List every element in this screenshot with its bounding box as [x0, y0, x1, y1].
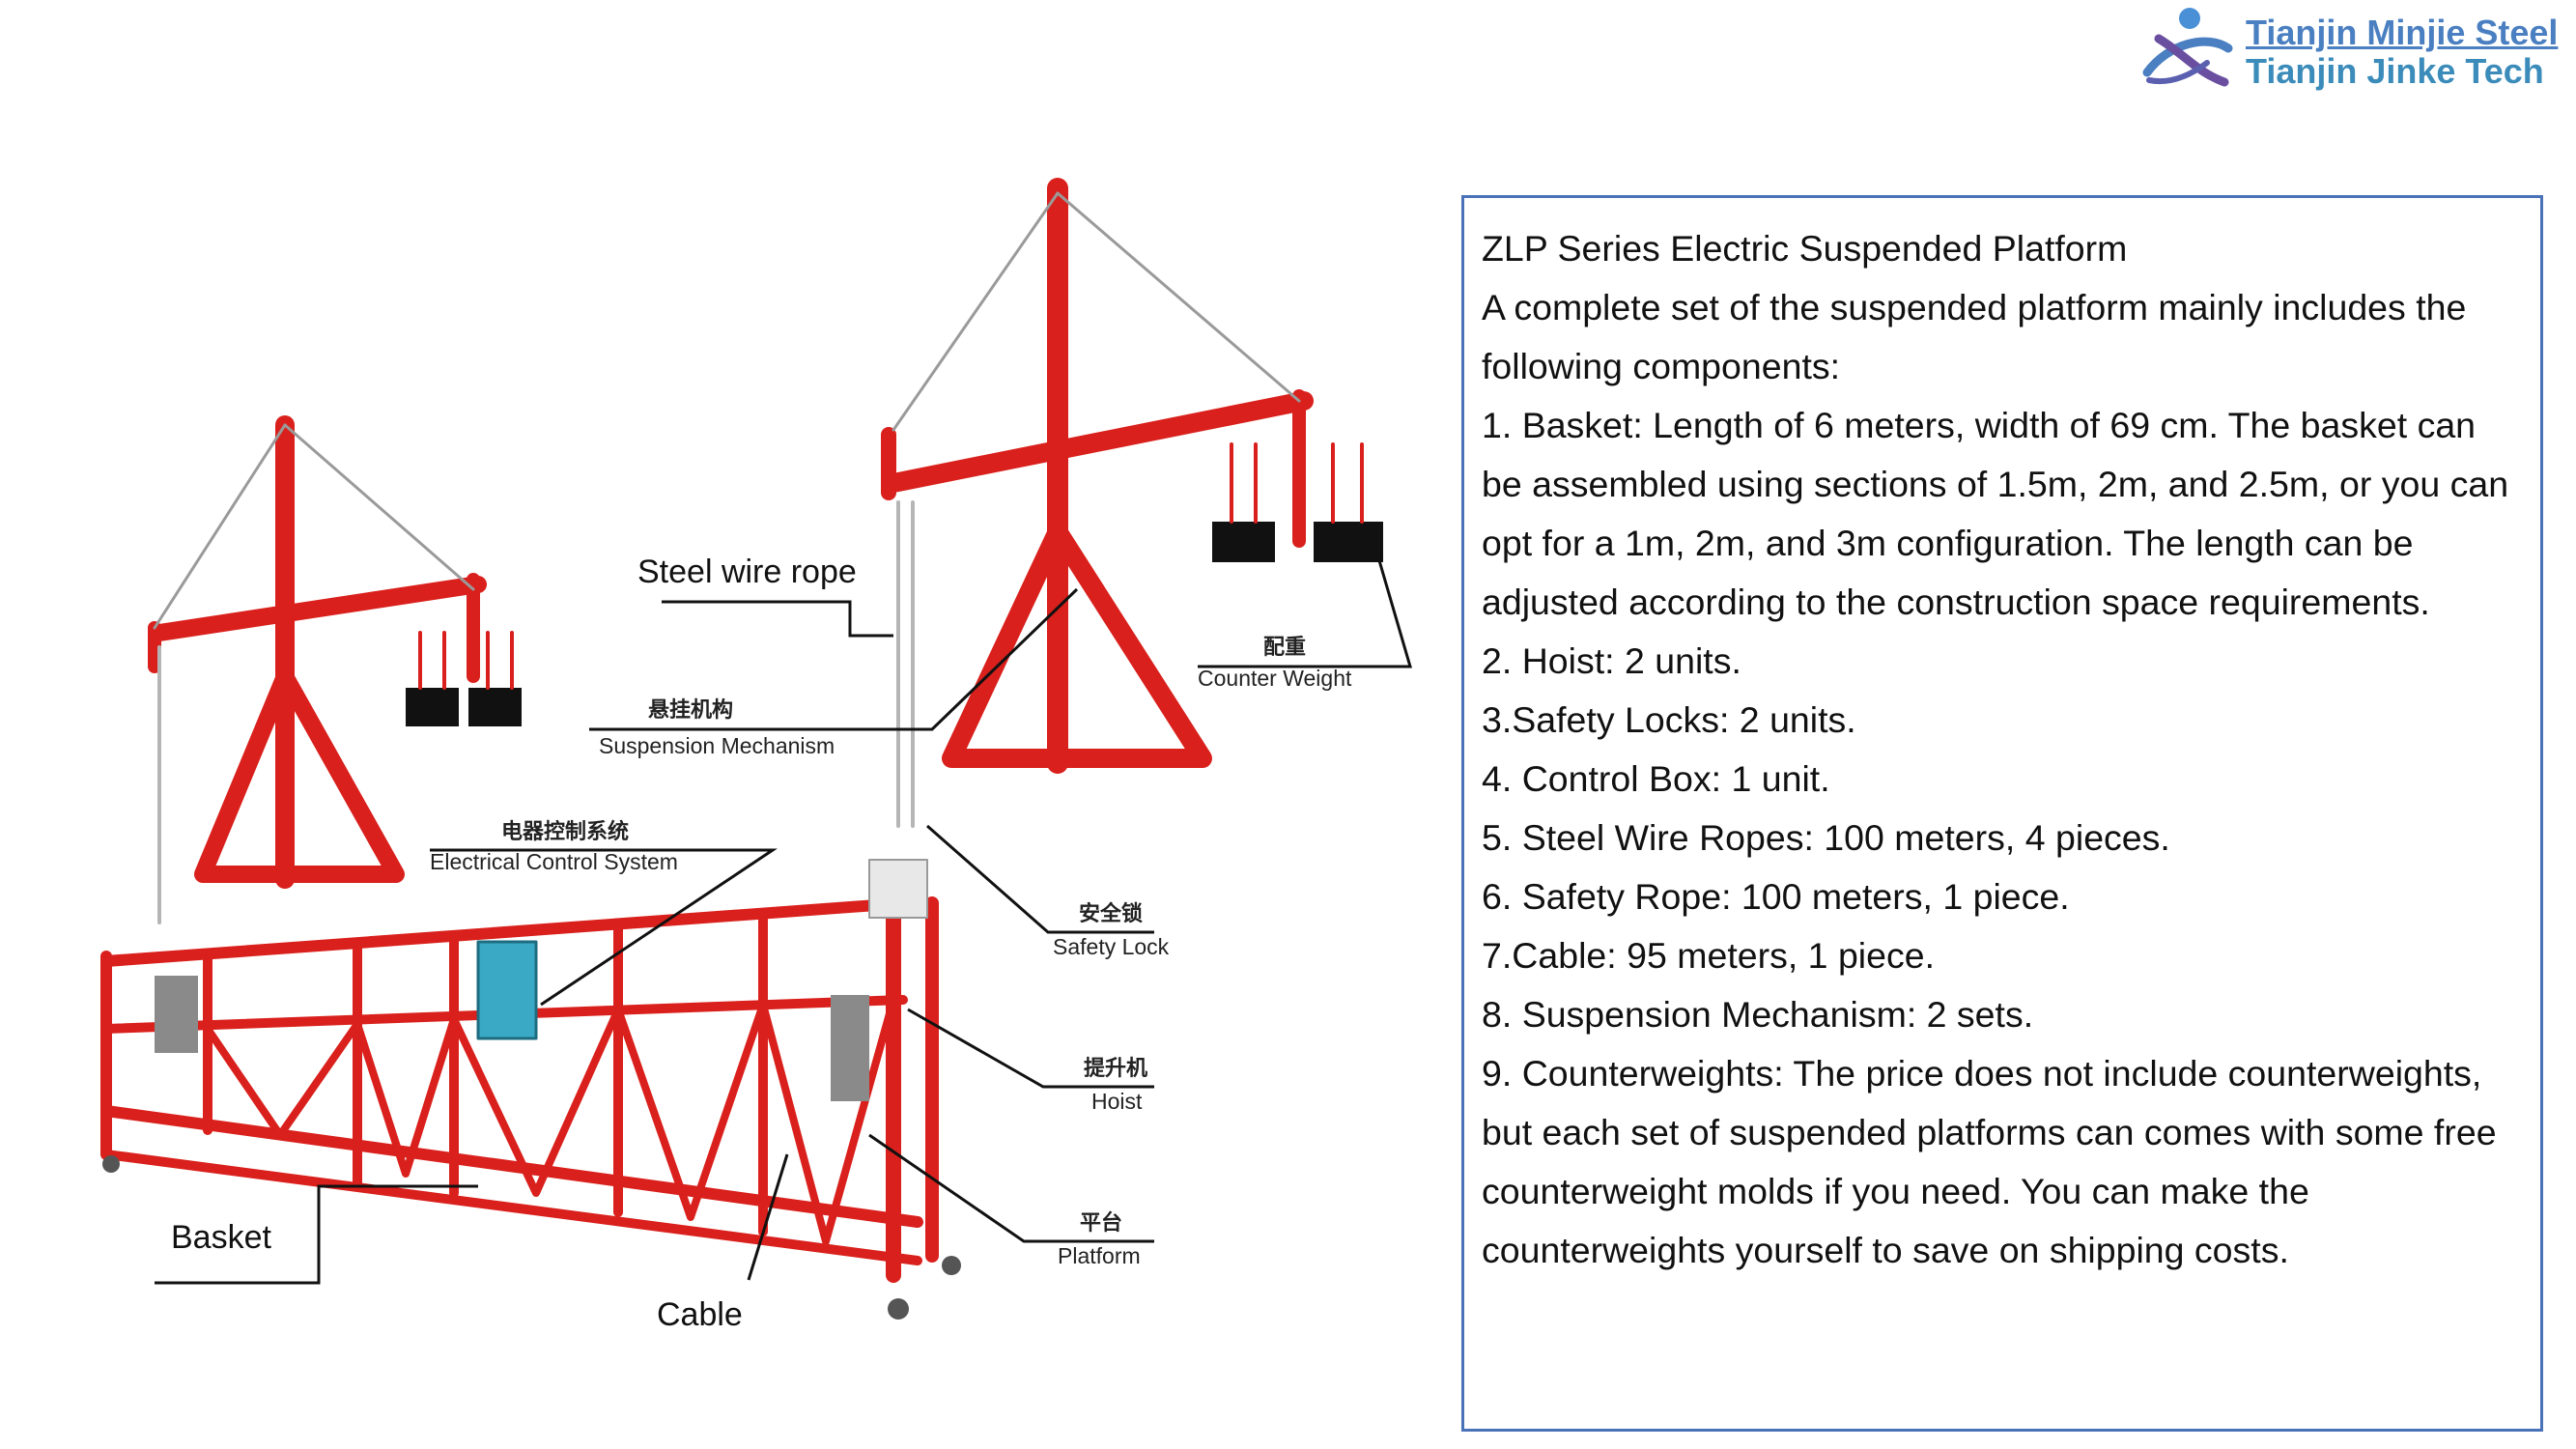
- leader-lines: [155, 550, 1412, 1285]
- label-steel-wire-rope: Steel wire rope: [637, 554, 857, 590]
- electrical-leader: [430, 848, 778, 1007]
- platform-diagram: Steel wire rope 悬挂机构 Suspension Mechanis…: [100, 178, 1412, 1333]
- label-platform-en: Platform: [1058, 1243, 1141, 1268]
- cable-leader: [747, 1153, 789, 1281]
- safety-lock-leader: [926, 824, 1154, 934]
- right-suspension-mechanism: [881, 178, 1383, 828]
- logo-text-minjie: Tianjin Minjie Steel: [2246, 13, 2559, 52]
- suspension-leader: [589, 587, 1079, 731]
- label-safety-lock-en: Safety Lock: [1053, 934, 1170, 959]
- info-title: ZLP Series Electric Suspended Platform: [1482, 228, 2128, 269]
- info-item-basket: 1. Basket: Length of 6 meters, width of …: [1482, 405, 2509, 622]
- basket-platform: [100, 859, 961, 1320]
- logo-text-jinke: Tianjin Jinke Tech: [2246, 51, 2544, 91]
- info-item-suspension-mechanism: 8. Suspension Mechanism: 2 sets.: [1482, 994, 2034, 1035]
- info-item-steel-wire-ropes: 5. Steel Wire Ropes: 100 meters, 4 piece…: [1482, 817, 2170, 858]
- label-hoist-en: Hoist: [1091, 1089, 1143, 1114]
- info-item-safety-locks: 3.Safety Locks: 2 units.: [1482, 699, 1856, 740]
- label-cable: Cable: [657, 1296, 743, 1333]
- info-item-hoist: 2. Hoist: 2 units.: [1482, 640, 1741, 681]
- info-intro: A complete set of the suspended platform…: [1482, 287, 2467, 386]
- counter-weight-leader: [1198, 550, 1412, 668]
- label-suspension-cn: 悬挂机构: [648, 697, 733, 722]
- left-suspension-mechanism: [148, 415, 522, 924]
- label-counter-weight-en: Counter Weight: [1198, 666, 1352, 691]
- hoist-leader: [907, 1008, 1154, 1089]
- company-logo: Tianjin Minjie Steel Tianjin Jinke Tech: [2139, 5, 2564, 101]
- info-item-counterweights: 9. Counterweights: The price does not in…: [1482, 1053, 2497, 1270]
- label-electrical-cn: 电器控制系统: [501, 819, 629, 843]
- basket-leader: [155, 1184, 478, 1285]
- info-item-safety-rope: 6. Safety Rope: 100 meters, 1 piece.: [1482, 876, 2070, 917]
- frame-group: [100, 178, 1383, 1320]
- label-safety-lock-cn: 安全锁: [1079, 901, 1143, 925]
- label-counter-weight-cn: 配重: [1263, 635, 1306, 659]
- label-electrical-en: Electrical Control System: [430, 849, 678, 874]
- steel-wire-rope-leader: [662, 600, 893, 638]
- label-platform-cn: 平台: [1080, 1210, 1122, 1235]
- component-description-box: ZLP Series Electric Suspended Platform A…: [1461, 195, 2543, 1432]
- logo-emblem-icon: [2142, 8, 2233, 87]
- platform-leader: [868, 1133, 1154, 1243]
- label-hoist-cn: 提升机: [1084, 1056, 1147, 1080]
- info-item-control-box: 4. Control Box: 1 unit.: [1482, 758, 1830, 799]
- label-suspension-en: Suspension Mechanism: [599, 733, 835, 758]
- label-basket: Basket: [171, 1219, 271, 1256]
- info-item-cable: 7.Cable: 95 meters, 1 piece.: [1482, 935, 1936, 976]
